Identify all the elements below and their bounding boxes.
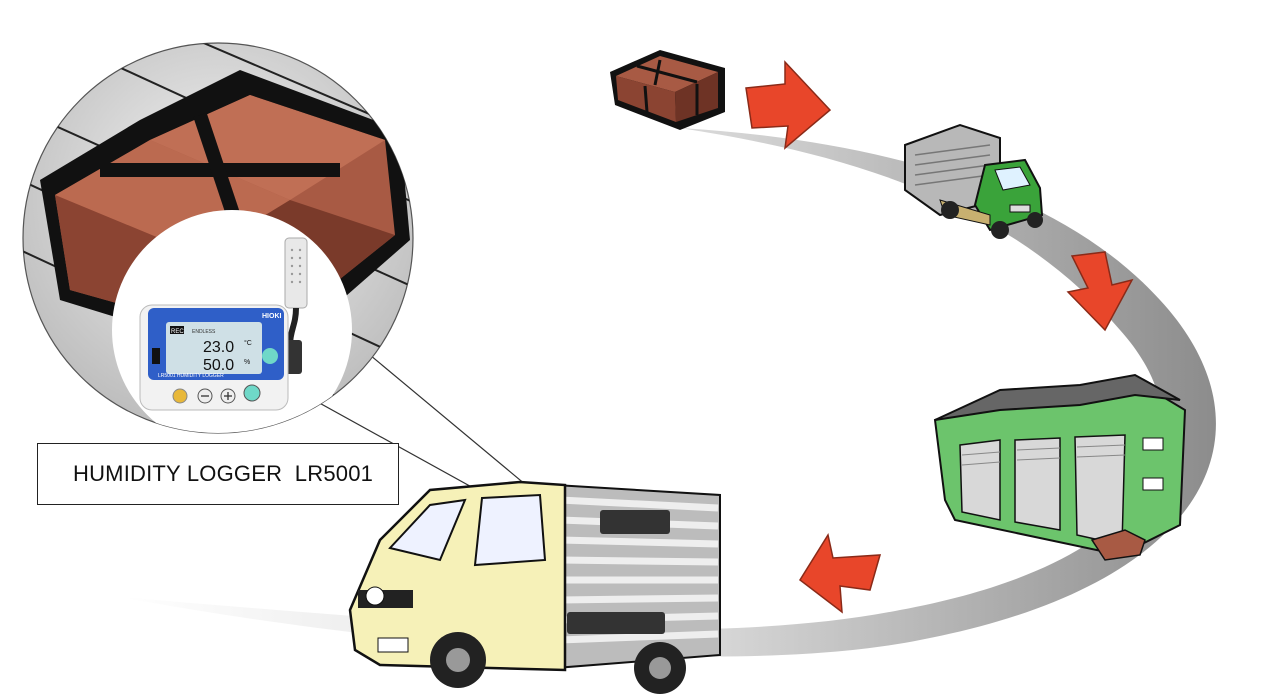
arrow-icon-1 [745,60,832,150]
model-label: LR5001 HUMIDITY LOGGER [158,373,224,379]
brand-logo: HIOKI [262,313,282,320]
unit-humidity: % [244,359,250,366]
package-icon [610,50,725,130]
humidity-logger-device: HIOKI REC ENDLESS 23.0 °C 50.0 % LR5001 … [139,237,308,411]
arrow-icon-3 [799,533,882,614]
set-button-icon [172,388,188,404]
unit-temperature: °C [244,339,252,347]
product-caption: HUMIDITY LOGGER LR5001 [37,443,399,505]
warehouse-icon [933,373,1187,561]
rec-indicator: REC [171,329,184,335]
arrow-icon-2 [1066,251,1134,332]
start-button-icon [243,384,261,402]
reading-humidity: 50.0 [203,357,234,374]
mode-badge: ENDLESS [192,329,216,335]
delivery-truck-icon [904,123,1044,239]
van-icon [348,480,721,694]
product-caption-text: HUMIDITY LOGGER LR5001 [73,461,374,486]
magnifier-bubble: HIOKI REC ENDLESS 23.0 °C 50.0 % LR5001 … [22,42,641,581]
reading-temperature: 23.0 [203,339,234,356]
